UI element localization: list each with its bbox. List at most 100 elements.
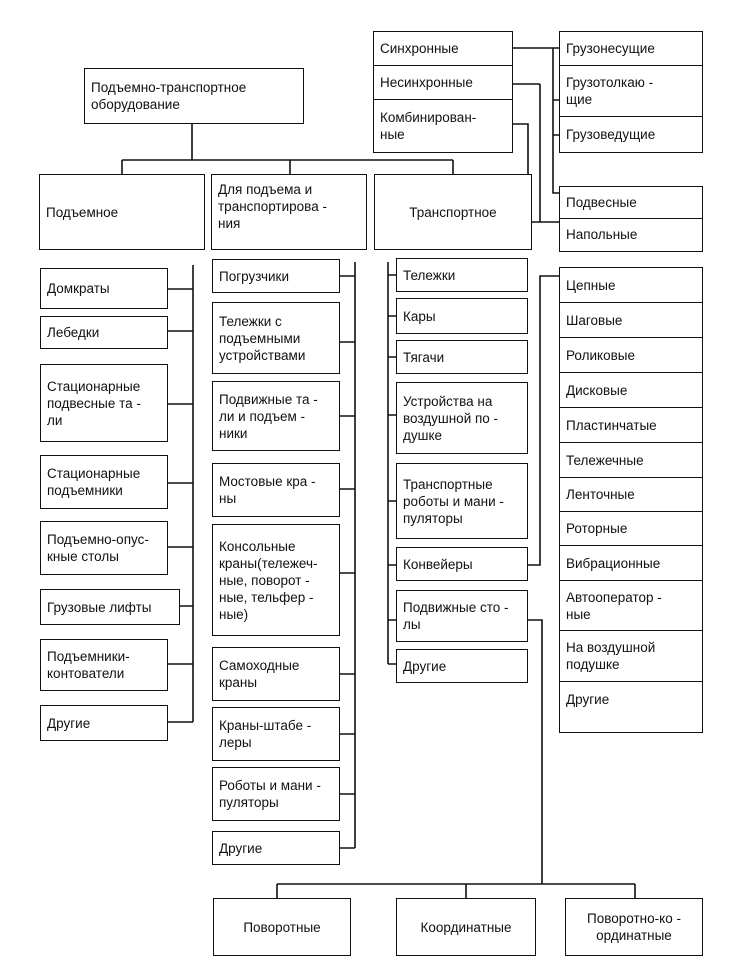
conveyor-type: Тележечные [560, 443, 702, 478]
conveyor-type: Роторные [560, 512, 702, 546]
transport-item: Тележки [396, 258, 528, 292]
root-connector [121, 124, 454, 174]
category-label: Транспортное [409, 204, 497, 220]
both-item-label: Погрузчики [219, 268, 290, 284]
transport-item-label: Конвейеры [403, 556, 473, 572]
both-item-label: Краны-штабе - леры [219, 718, 312, 750]
conveyor-type: Шаговые [560, 303, 702, 338]
both-item: Тележки с подъемными устройствами [212, 302, 340, 374]
conveyor-type-label: Шаговые [566, 312, 623, 328]
both-item-label: Тележки с подъемными устройствами [219, 313, 306, 363]
conveyor-type: На воздушной подушке [560, 631, 702, 682]
both-item-label: Роботы и мани - пуляторы [219, 778, 321, 810]
conveyor-type-label: Тележечные [566, 452, 644, 468]
lifting-item: Стационарные подвесные та - ли [40, 364, 168, 442]
load-type-label: Грузотолкаю - щие [566, 75, 654, 107]
transport-item-label: Устройства на воздушной по - душке [403, 393, 499, 443]
drive-combined: Комбинирован- ные [374, 100, 512, 151]
both-item: Краны-штабе - леры [212, 707, 340, 761]
load-type-label: Грузонесущие [566, 41, 655, 56]
both-item-label: Мостовые кра - ны [219, 474, 316, 506]
conveyor-type-label: Роторные [566, 521, 628, 536]
lifting-item-label: Грузовые лифты [47, 599, 152, 615]
drive-label: Комбинирован- ные [380, 109, 477, 142]
drives-connector [513, 47, 559, 223]
conveyor-type-label: Дисковые [566, 382, 628, 398]
both-item: Подвижные та - ли и подъем - ники [212, 381, 340, 451]
both-item: Самоходные краны [212, 647, 340, 701]
table-type-label: Поворотные [243, 919, 321, 935]
drives-stack: Синхронные Несинхронные Комбинирован- ны… [373, 31, 513, 153]
conveyor-type: Цепные [560, 268, 702, 303]
lifting-item-label: Подъемники- контователи [47, 649, 130, 681]
conveyor-type-label: Роликовые [566, 347, 635, 363]
conveyor-type-label: Вибрационные [566, 555, 661, 571]
both-item: Консольные краны(тележеч- ные, поворот -… [212, 524, 340, 636]
conveyor-type-label: Ленточные [566, 487, 635, 502]
transport-item-label: Подвижные сто - лы [403, 600, 509, 632]
both-item-label: Другие [219, 840, 263, 856]
transport-item: Тягачи [396, 340, 528, 374]
load-types-stack: Грузонесущие Грузотолкаю - щие Грузоведу… [559, 31, 703, 153]
conveyor-type-label: На воздушной подушке [566, 640, 656, 672]
both-item-label: Консольные краны(тележеч- ные, поворот -… [219, 538, 318, 622]
conveyor-type: Роликовые [560, 338, 702, 373]
conveyor-type: Ленточные [560, 478, 702, 512]
lifting-item-label: Домкраты [47, 281, 110, 296]
tables-connector [276, 619, 636, 898]
lifting-item: Подъемники- контователи [40, 639, 168, 691]
transport-item: Другие [396, 649, 528, 683]
load-type-carrying: Грузонесущие [560, 32, 702, 66]
conveyor-type: Пластинчатые [560, 408, 702, 443]
lifting-item-label: Лебедки [47, 325, 100, 340]
table-type-label: Координатные [420, 919, 512, 935]
table-type-rotary: Поворотные [213, 898, 351, 956]
conveyor-type: Вибрационные [560, 546, 702, 581]
transport-connector [387, 262, 396, 665]
category-lifting: Подъемное [39, 174, 205, 250]
lifting-item-label: Стационарные подвесные та - ли [47, 378, 141, 428]
transport-item: Транспортные роботы и мани - пуляторы [396, 463, 528, 539]
conveyor-connector [528, 275, 559, 566]
transport-item-label: Транспортные роботы и мани - пуляторы [403, 476, 504, 526]
load-type-pushing: Грузотолкаю - щие [560, 66, 702, 117]
mount-types-stack: Подвесные Напольные [559, 186, 703, 252]
transport-item-label: Тележки [403, 267, 456, 283]
transport-item-label: Кары [403, 308, 436, 324]
lifting-item: Домкраты [40, 268, 168, 309]
mount-suspended: Подвесные [560, 187, 702, 219]
mount-floor: Напольные [560, 219, 702, 250]
drive-label: Синхронные [380, 41, 459, 56]
drive-asynchronous: Несинхронные [374, 66, 512, 100]
both-item-label: Подвижные та - ли и подъем - ники [219, 391, 318, 441]
both-connector [340, 262, 356, 849]
lifting-item-label: Другие [47, 715, 91, 731]
transport-item: Устройства на воздушной по - душке [396, 382, 528, 454]
lifting-item: Грузовые лифты [40, 589, 180, 625]
transport-item: Подвижные сто - лы [396, 590, 528, 642]
both-item: Другие [212, 831, 340, 865]
transport-item: Кары [396, 298, 528, 334]
table-type-rotary-coordinate: Поворотно-ко - ординатные [565, 898, 703, 956]
both-item: Роботы и мани - пуляторы [212, 767, 340, 821]
conveyor-type-label: Цепные [566, 277, 616, 293]
category-label: Для подъема и транспортирова - ния [218, 182, 327, 231]
lifting-connector [168, 265, 194, 723]
category-label: Подъемное [46, 204, 119, 220]
conveyor-types-stack: Цепные Шаговые Роликовые Дисковые Пласти… [559, 267, 703, 733]
both-item-label: Самоходные краны [219, 658, 300, 690]
both-item: Мостовые кра - ны [212, 463, 340, 517]
transport-item: Конвейеры [396, 547, 528, 581]
conveyor-type: Другие [560, 682, 702, 716]
both-item: Погрузчики [212, 259, 340, 293]
lifting-item: Стационарные подъемники [40, 455, 168, 509]
transport-item-label: Другие [403, 658, 447, 674]
table-type-label: Поворотно-ко - ординатные [587, 911, 681, 943]
table-type-coordinate: Координатные [396, 898, 536, 956]
conveyor-type: Дисковые [560, 373, 702, 408]
conveyor-type-label: Другие [566, 691, 610, 707]
load-type-leading: Грузоведущие [560, 117, 702, 151]
lifting-item-label: Стационарные подъемники [47, 466, 141, 498]
